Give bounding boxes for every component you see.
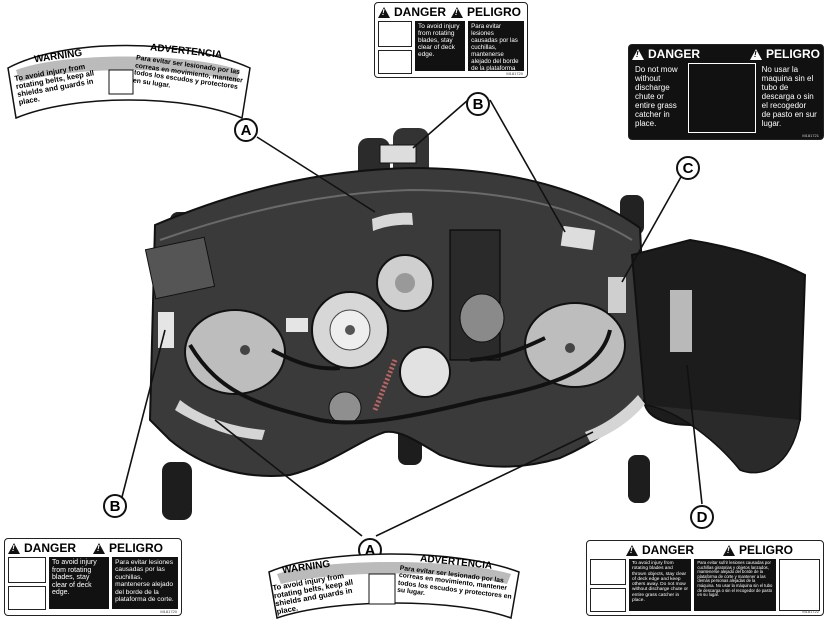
decal-spanish-text: Para evitar lesiones causadas por las cu…: [112, 557, 178, 609]
danger-heading: DANGER: [642, 543, 695, 557]
tension-spring: [372, 359, 398, 411]
decal-code: M181722: [802, 609, 819, 614]
peligro-heading: PELIGRO: [109, 541, 164, 555]
warning-triangle-icon: [723, 544, 735, 556]
warning-arc-decal-bottom: [268, 553, 520, 620]
small-idler: [328, 391, 362, 425]
warning-triangle-icon: [632, 48, 644, 60]
callout-d: D: [690, 505, 714, 529]
danger-heading: DANGER: [24, 541, 77, 555]
danger-decal-bottom-left: DANGER PELIGRO To avoid injury from rota…: [4, 538, 182, 616]
decal-code: M181720: [506, 71, 523, 76]
tension-pulley: [399, 346, 451, 398]
warning-triangle-icon: [451, 6, 463, 18]
warning-triangle-icon: [626, 544, 638, 556]
callout-leader-lines: [121, 99, 703, 537]
hand-blade-hazard-icon: [590, 559, 626, 585]
keep-clear-icon: [8, 586, 46, 610]
caster-left-bottom: [162, 462, 192, 520]
drive-belt: [188, 329, 612, 425]
decal-code: M181721: [802, 133, 819, 138]
warning-arc-decal-top: [7, 44, 251, 120]
decal-spanish-text: No usar la maquina sin el tubo de descar…: [758, 63, 820, 133]
right-spindle-housing: [524, 302, 626, 388]
hand-blade-hazard-icon: [8, 557, 46, 583]
decal-english-text: To avoid injury from rotating blades, st…: [415, 21, 466, 71]
danger-decal-d: DANGER PELIGRO To avoid injury from rota…: [586, 540, 824, 616]
peligro-heading: PELIGRO: [467, 5, 522, 19]
decal-english-text: To avoid injury from rotating blades and…: [629, 559, 692, 611]
warning-triangle-icon: [8, 542, 20, 554]
danger-decal-c: DANGER PELIGRO Do not mow without discha…: [628, 44, 824, 140]
thrown-object-hazard-icon: [779, 559, 820, 611]
decal-spanish-text: Para evitar lesiones causadas por las cu…: [468, 21, 524, 79]
warning-triangle-icon: [93, 542, 105, 554]
peligro-heading: PELIGRO: [739, 543, 794, 557]
callout-a-top: A: [234, 118, 258, 142]
decal-spanish-text: Para evitar sufrir lesiones causadas por…: [694, 559, 777, 611]
callout-c: C: [676, 156, 700, 180]
left-spindle-housing: [184, 309, 286, 395]
decal-english-text: To avoid injury from rotating blades, st…: [49, 557, 110, 609]
danger-heading: DANGER: [648, 47, 701, 61]
hand-blade-hazard-icon: [378, 21, 412, 47]
decal-english-text: Do not mow without discharge chute or en…: [632, 63, 686, 133]
discharge-chute: [630, 238, 807, 433]
danger-decal-top: DANGER PELIGRO To avoid injury from rota…: [374, 2, 528, 79]
warning-triangle-icon: [378, 6, 390, 18]
danger-heading: DANGER: [394, 5, 447, 19]
caster-right-bottom: [628, 455, 650, 503]
keep-clear-icon: [590, 588, 626, 612]
keep-clear-icon: [378, 50, 412, 74]
deck-body: [148, 166, 650, 477]
callout-b-top: B: [466, 92, 490, 116]
decal-code: M181720: [160, 609, 177, 614]
thrown-object-hazard-icon: [688, 63, 756, 133]
peligro-heading: PELIGRO: [765, 47, 820, 61]
warning-triangle-icon: [749, 48, 762, 60]
callout-b-bottom: B: [103, 494, 127, 518]
